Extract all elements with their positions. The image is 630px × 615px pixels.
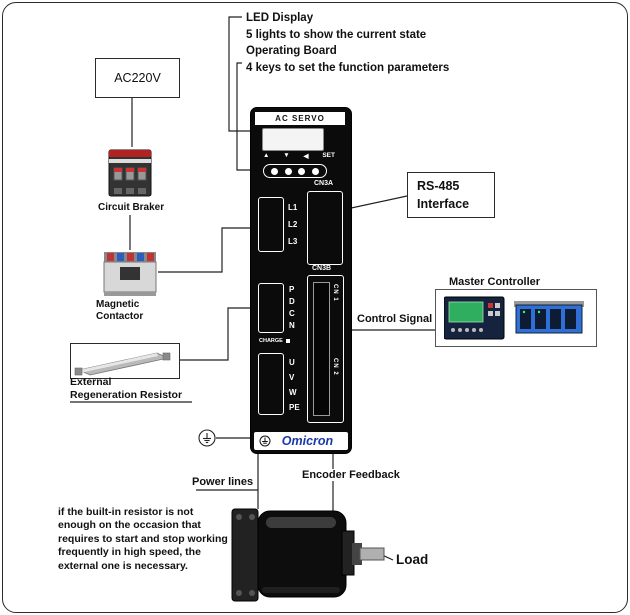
set-key-label: SET — [322, 152, 335, 159]
cn2-label: CN 2 — [332, 358, 338, 376]
l-terminal-labels: L1 L2 L3 — [288, 199, 297, 250]
cn3b-label: CN3B — [312, 265, 332, 272]
hmi-controller-image — [444, 296, 505, 340]
earth-ground-icon — [198, 429, 216, 447]
key-button — [298, 167, 306, 175]
cn3a-connector — [307, 191, 343, 265]
terminal-label: C — [289, 309, 295, 318]
resistor-note: if the built-in resistor is not enough o… — [58, 506, 228, 572]
cn3a-label: CN3A — [314, 180, 334, 187]
master-controller-label: Master Controller — [449, 276, 541, 288]
protective-earth-icon — [259, 435, 271, 447]
led-display-window — [262, 128, 324, 151]
rs485-line2: Interface — [417, 196, 470, 211]
led-display-title: LED Display — [246, 12, 314, 24]
cn3b-connector-slot — [313, 282, 330, 416]
charge-label: CHARGE — [259, 338, 283, 344]
u-terminal-labels: U V W PE — [289, 355, 300, 415]
charge-led — [285, 339, 290, 343]
l-terminal-block — [258, 197, 284, 252]
terminal-label: L3 — [288, 237, 298, 246]
load-label: Load — [396, 552, 429, 567]
operating-board-desc: 4 keys to set the function parameters — [246, 62, 450, 75]
brand-text: Omicron — [281, 434, 334, 448]
rs485-box: RS-485 Interface — [407, 172, 495, 218]
brand-strip: Omicron — [254, 432, 348, 450]
servo-drive-panel: AC SERVO ▲ ▼ ◀ SET CN3A L1 L2 L3 CN3B CN… — [250, 107, 352, 454]
up-arrow-icon: ▲ — [263, 152, 270, 159]
terminal-label: V — [289, 373, 295, 382]
plc-image — [514, 301, 584, 334]
cn1-label: CN 1 — [332, 284, 338, 302]
u-terminal-block — [258, 353, 284, 415]
terminal-label: P — [289, 285, 295, 294]
resistor-label-line1: External — [70, 376, 112, 388]
drive-header: AC SERVO — [255, 112, 345, 125]
ac220v-label: AC220V — [114, 71, 161, 85]
function-keys — [263, 164, 327, 178]
terminal-label: U — [289, 358, 295, 367]
encoder-feedback-label: Encoder Feedback — [300, 469, 402, 481]
control-signal-label: Control Signal — [357, 313, 433, 325]
terminal-label: D — [289, 297, 295, 306]
circuit-breaker-label: Circuit Braker — [98, 202, 165, 213]
operating-board-title: Operating Board — [246, 45, 337, 58]
resistor-label-line2: Regeneration Resistor — [70, 389, 183, 401]
ac220v-box: AC220V — [95, 58, 180, 98]
terminal-label: L1 — [288, 203, 298, 212]
p-terminal-block — [258, 283, 284, 333]
rs485-line1: RS-485 — [417, 179, 460, 193]
terminal-label: W — [289, 388, 297, 397]
charge-indicator: CHARGE — [259, 338, 290, 344]
top-annotation: LED Display 5 lights to show the current… — [246, 10, 449, 77]
servo-motor-image — [231, 508, 385, 602]
key-button — [284, 167, 292, 175]
terminal-label: N — [289, 321, 295, 330]
key-button — [312, 167, 320, 175]
cn3b-connector: CN 1 CN 2 — [307, 275, 344, 423]
regeneration-resistor-box — [70, 343, 180, 379]
magnetic-contactor-label: Magnetic Contactor — [96, 299, 144, 322]
master-controller-box — [435, 289, 597, 347]
magnetic-contactor-image — [103, 252, 157, 296]
power-lines-label: Power lines — [192, 476, 254, 488]
key-symbols: ▲ ▼ ◀ SET — [263, 152, 335, 160]
circuit-breaker-image — [108, 149, 152, 197]
left-arrow-icon: ◀ — [303, 153, 309, 160]
resistor-image — [74, 352, 171, 376]
key-button — [270, 167, 278, 175]
led-display-desc: 5 lights to show the current state — [246, 28, 427, 41]
down-arrow-icon: ▼ — [283, 152, 290, 159]
p-terminal-labels: P D C N — [289, 284, 295, 332]
terminal-label: PE — [289, 403, 300, 412]
terminal-label: L2 — [288, 220, 298, 229]
